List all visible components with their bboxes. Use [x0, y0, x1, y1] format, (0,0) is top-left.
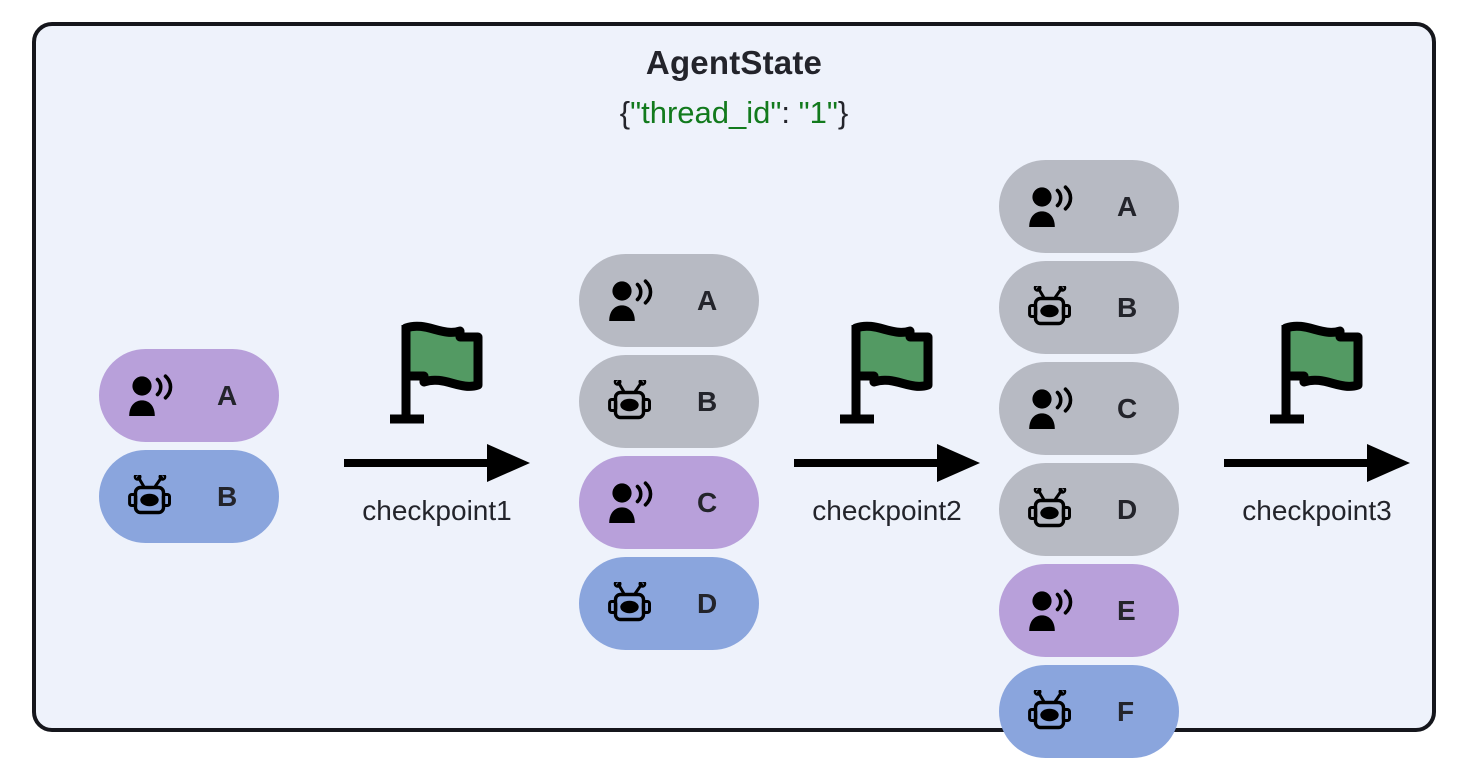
- person-speaking-icon: [1029, 184, 1073, 227]
- person-speaking-icon: [1029, 386, 1073, 429]
- message-pill-label: C: [697, 486, 718, 518]
- state-column-2: A B C D: [579, 254, 759, 658]
- person-speaking-icon: [609, 278, 653, 321]
- message-pill[interactable]: A: [999, 160, 1179, 253]
- page-title: AgentState: [645, 44, 823, 81]
- checkpoint-label: checkpoint3: [1242, 495, 1392, 526]
- checkpoint-group-3: checkpoint3: [1202, 319, 1432, 525]
- message-pill-label: B: [1117, 291, 1138, 323]
- robot-icon: [128, 474, 171, 514]
- message-pill-label: A: [697, 284, 718, 316]
- thread-config-subtitle: {"thread_id": "1"}: [36, 94, 1432, 130]
- message-pill[interactable]: C: [999, 362, 1179, 455]
- message-pill-label: B: [217, 480, 238, 512]
- green-flag-icon: [840, 321, 933, 424]
- message-pill-label: C: [1117, 392, 1138, 424]
- state-column-3: A B C D E F: [999, 160, 1179, 766]
- checkpoint-label: checkpoint2: [812, 495, 962, 526]
- message-pill[interactable]: B: [99, 450, 279, 543]
- message-pill[interactable]: C: [579, 456, 759, 549]
- json-brace-open: {: [619, 94, 631, 130]
- message-pill-label: A: [1117, 190, 1138, 222]
- arrow-right-icon: [1224, 444, 1410, 482]
- message-pill[interactable]: E: [999, 564, 1179, 657]
- message-pill-label: B: [697, 385, 718, 417]
- robot-icon: [608, 379, 651, 419]
- message-pill[interactable]: B: [579, 355, 759, 448]
- checkpoint-group-2: checkpoint2: [772, 319, 1002, 525]
- person-speaking-icon: [609, 480, 653, 523]
- arrow-right-icon: [344, 444, 530, 482]
- message-pill[interactable]: D: [579, 557, 759, 650]
- robot-icon: [608, 581, 651, 621]
- message-pill-label: E: [1117, 594, 1136, 626]
- message-pill[interactable]: A: [579, 254, 759, 347]
- message-pill[interactable]: B: [999, 261, 1179, 354]
- json-key-thread-id: "thread_id": [630, 94, 782, 130]
- checkpoint-group-1: checkpoint1: [322, 319, 552, 525]
- robot-icon: [1028, 487, 1071, 527]
- person-speaking-icon: [129, 373, 173, 416]
- json-separator: :: [781, 94, 799, 130]
- message-pill[interactable]: A: [99, 349, 279, 442]
- checkpoint-label: checkpoint1: [362, 495, 512, 526]
- diagram-header: AgentState {"thread_id": "1"}: [36, 44, 1432, 130]
- message-pill[interactable]: F: [999, 665, 1179, 758]
- person-speaking-icon: [1029, 588, 1073, 631]
- arrow-right-icon: [794, 444, 980, 482]
- json-brace-close: }: [837, 94, 849, 130]
- green-flag-icon: [390, 321, 483, 424]
- robot-icon: [1028, 689, 1071, 729]
- green-flag-icon: [1270, 321, 1363, 424]
- robot-icon: [1028, 285, 1071, 325]
- message-pill-label: F: [1117, 695, 1135, 727]
- message-pill[interactable]: D: [999, 463, 1179, 556]
- message-pill-label: A: [217, 379, 238, 411]
- message-pill-label: D: [697, 587, 718, 619]
- message-pill-label: D: [1117, 493, 1138, 525]
- json-value-thread-id: "1": [798, 94, 838, 130]
